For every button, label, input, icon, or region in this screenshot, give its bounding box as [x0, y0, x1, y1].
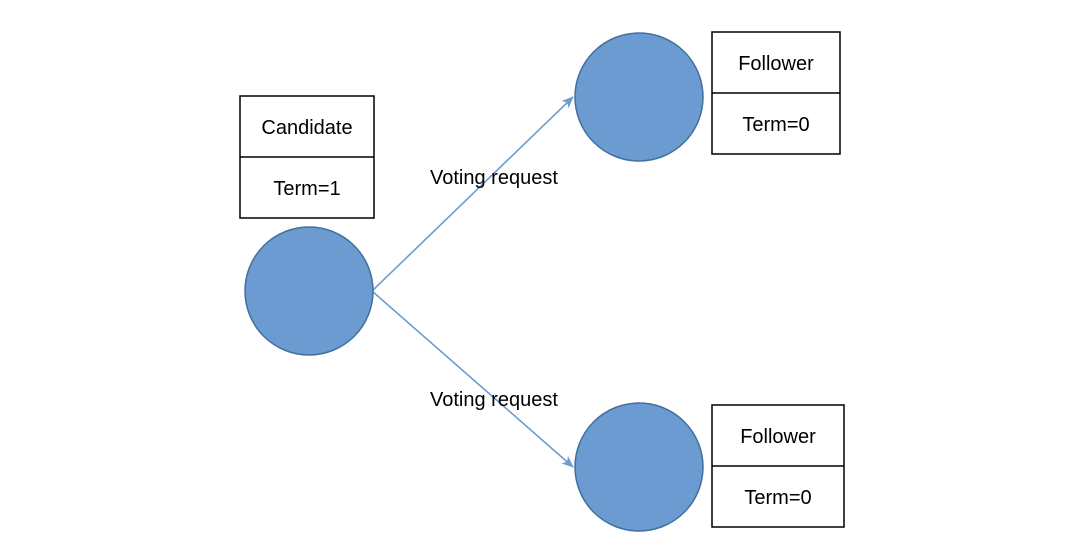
- follower-node-top: [574, 32, 704, 162]
- candidate-node: [244, 226, 374, 356]
- follower-top-state-box: Follower Term=0: [711, 31, 841, 155]
- edge-to-bottom-follower: [371, 290, 574, 468]
- follower-bottom-state-box: Follower Term=0: [711, 404, 845, 528]
- follower-bottom-term-label: Term=0: [744, 487, 811, 509]
- edge-label-bottom: Voting request: [430, 389, 558, 411]
- edge-label-top: Voting request: [430, 167, 558, 189]
- edge-to-top-follower: [371, 96, 574, 292]
- follower-bottom-role-label: Follower: [740, 426, 816, 448]
- follower-top-role-label: Follower: [738, 53, 814, 75]
- candidate-state-box: Candidate Term=1: [239, 95, 375, 219]
- candidate-term-label: Term=1: [273, 178, 340, 200]
- follower-top-term-label: Term=0: [742, 114, 809, 136]
- follower-node-bottom: [574, 402, 704, 532]
- candidate-role-label: Candidate: [261, 117, 352, 139]
